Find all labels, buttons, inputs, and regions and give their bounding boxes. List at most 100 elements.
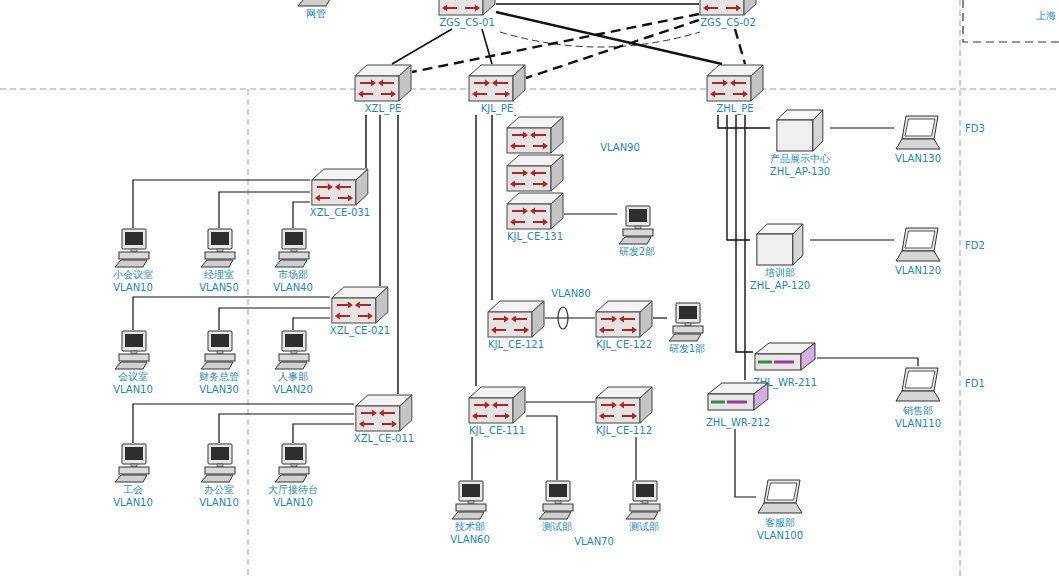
device-detail: VLAN10 (113, 281, 153, 294)
device-name: 大厅接待台 (268, 483, 318, 496)
network-link (491, 115, 492, 300)
pc-node: 技术部VLAN60 (450, 480, 490, 546)
laptop-node: VLAN130 (894, 114, 942, 165)
device-detail: VLAN30 (199, 383, 239, 396)
pc-node: 财务总管VLAN30 (199, 330, 239, 396)
network-link (219, 308, 330, 330)
switch-icon (595, 300, 653, 338)
pc-node: 工会VLAN10 (113, 443, 153, 509)
device-name: VLAN120 (895, 264, 941, 277)
switch-icon (331, 286, 389, 324)
device-name: 财务总管 (199, 370, 239, 383)
site-name: 上海 (1035, 9, 1057, 22)
device-name: 小会议室 (113, 268, 153, 281)
device-name: KJL_CE-131 (507, 230, 563, 243)
pc-icon (199, 228, 239, 268)
pc-node: 网管 (296, 0, 336, 20)
pc-node: 测试部 (624, 480, 664, 533)
pc-node: 大厅接待台VLAN10 (268, 443, 318, 509)
pc-node: 研发2部 (617, 205, 657, 258)
laptop-icon (894, 226, 942, 264)
switch-icon (438, 0, 496, 16)
switch-node: ZGS_CS-01 (438, 0, 496, 29)
pc-icon (450, 480, 490, 520)
network-link (735, 429, 756, 497)
device-detail: VLAN10 (273, 496, 313, 509)
network-link (471, 437, 472, 480)
network-link (496, 12, 722, 64)
switch-icon (354, 64, 412, 102)
network-link (810, 239, 894, 240)
network-link (635, 437, 636, 480)
switch-node: KJL_PE (468, 64, 526, 115)
floor-label: FD3 (964, 122, 986, 135)
switch-icon (487, 300, 545, 338)
device-name: 产品展示中心 (770, 152, 830, 165)
network-link (718, 115, 770, 128)
pc-node: 市场部VLAN40 (273, 228, 313, 294)
switch-icon (355, 394, 413, 432)
switch-icon (595, 386, 653, 424)
device-name: KJL_CE-121 (488, 338, 544, 351)
device-detail: VLAN10 (113, 496, 153, 509)
switch-icon (311, 168, 369, 206)
network-link (412, 14, 699, 72)
pc-icon (273, 330, 313, 370)
vlan-label: VLAN80 (550, 287, 592, 300)
network-link (365, 115, 366, 168)
device-name: ZHL_PE (716, 102, 753, 115)
device-name: KJL_CE-111 (469, 424, 525, 437)
laptop-node: VLAN120 (894, 226, 942, 277)
pc-node: 人事部VLAN20 (273, 330, 313, 396)
switch-node: KJL_CE-112 (595, 386, 653, 437)
pc-icon (273, 228, 313, 268)
network-link (830, 127, 894, 128)
device-detail: VLAN40 (273, 281, 313, 294)
switch-node: XZL_CE-031 (310, 168, 370, 219)
device-detail: ZHL_AP-130 (770, 165, 830, 178)
switch-icon (706, 64, 764, 102)
network-link (293, 424, 354, 443)
zone-divider (960, 0, 961, 578)
network-link (293, 202, 310, 228)
device-name: ZGS_CS-02 (700, 16, 756, 29)
network-link (526, 401, 595, 402)
device-detail: ZHL_AP-120 (750, 279, 810, 292)
device-name: XZL_CE-031 (310, 206, 370, 219)
device-name: 人事部 (278, 370, 308, 383)
pc-icon (199, 330, 239, 370)
network-link (496, 3, 699, 5)
network-link (397, 115, 398, 394)
pc-icon (273, 443, 313, 483)
network-link (744, 115, 745, 380)
router-icon (707, 380, 769, 416)
device-name: 测试部 (542, 520, 572, 533)
device-name: VLAN130 (895, 152, 941, 165)
network-link (653, 317, 667, 318)
device-name: KJL_CE-112 (596, 424, 652, 437)
network-link (379, 115, 380, 286)
device-name: KJL_PE (481, 102, 513, 115)
device-name: 培训部 (765, 266, 795, 279)
switch-icon (699, 0, 757, 16)
device-name: 测试部 (629, 520, 659, 533)
zone-divider (0, 89, 1059, 90)
access-point-icon (756, 222, 804, 266)
device-name: 会议室 (118, 370, 148, 383)
device-detail: VLAN50 (199, 281, 239, 294)
network-link (219, 414, 354, 443)
device-name: ZHL_WR-212 (706, 416, 770, 429)
switch-node: ZHL_PE (706, 64, 764, 115)
pc-node: 研发1部 (667, 302, 707, 355)
laptop-icon (894, 114, 942, 152)
pc-icon (537, 480, 577, 520)
network-link (817, 358, 918, 366)
switch-node: XZL_CE-011 (354, 394, 414, 445)
vlan-label: VLAN90 (599, 141, 641, 154)
network-link (514, 115, 515, 116)
pc-icon (113, 228, 153, 268)
pc-node: 小会议室VLAN10 (113, 228, 153, 294)
access-point-icon (776, 108, 824, 152)
